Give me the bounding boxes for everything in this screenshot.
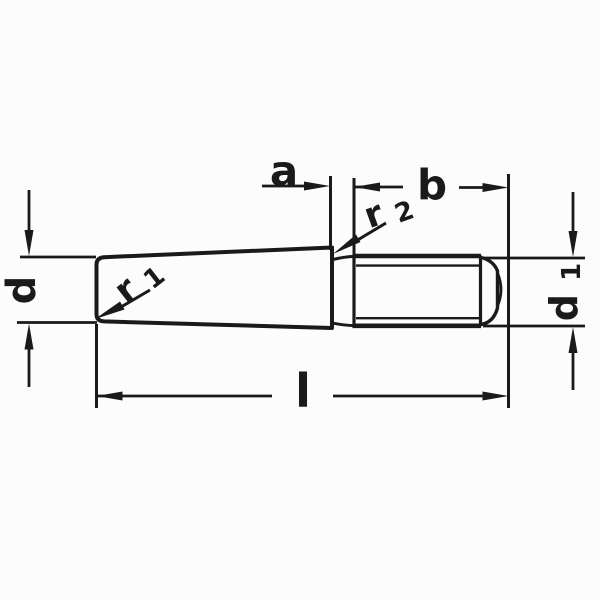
- d1-bottom-arrowhead: [568, 327, 578, 353]
- r2-leader-line: [355, 221, 387, 243]
- label-l: l: [295, 364, 311, 418]
- label-d1: d 1: [542, 263, 587, 322]
- d1-top-arrowhead: [568, 231, 578, 257]
- label-d1-base: d: [542, 294, 586, 321]
- neck-bottom-line: [332, 321, 355, 328]
- label-a: a: [270, 147, 298, 196]
- label-d: d: [0, 276, 45, 305]
- taper-pin-body-outline: [94, 245, 334, 330]
- b-left-arrowhead: [354, 182, 380, 192]
- line-work: [17, 174, 585, 408]
- r1-leader-line: [120, 288, 151, 309]
- b-right-arrowhead: [482, 183, 509, 192]
- thread-tip-bulge: [496, 272, 503, 307]
- r1-arrowhead: [95, 301, 125, 319]
- a-right-arrowhead: [304, 181, 330, 191]
- d-top-arrowhead: [24, 230, 34, 256]
- label-b: b: [417, 161, 447, 210]
- r2-arrowhead: [333, 234, 361, 254]
- l-left-arrowhead: [96, 391, 123, 401]
- d-bottom-arrowhead: [24, 323, 34, 350]
- label-d1-subscript: 1: [557, 263, 587, 281]
- neck-top-line: [332, 254, 355, 261]
- thread-tip-cap: [480, 255, 500, 327]
- l-right-arrowhead: [482, 391, 509, 401]
